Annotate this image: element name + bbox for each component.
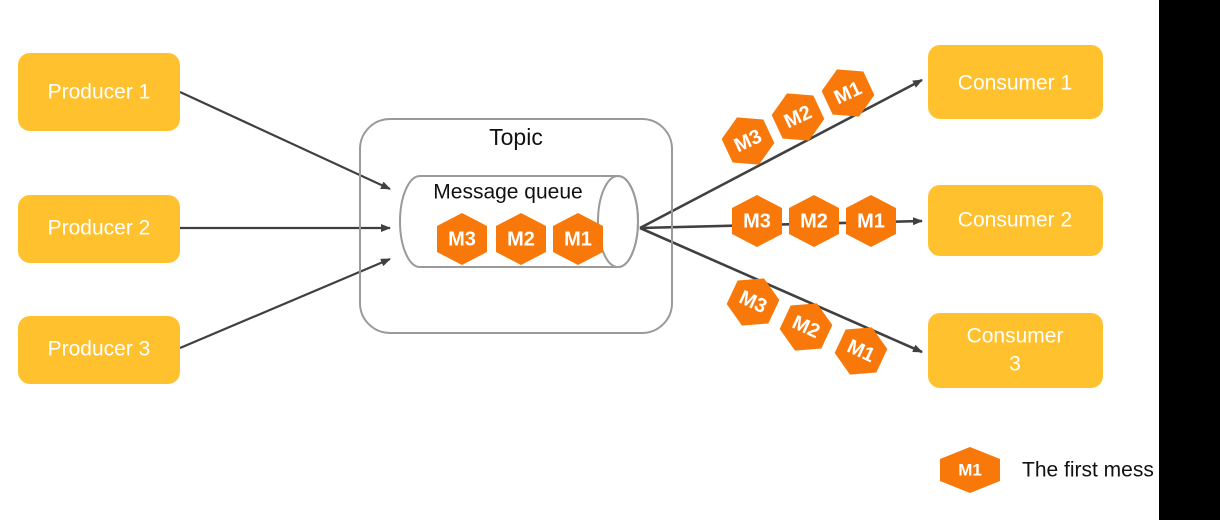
branch-consumer-3-messages: M3 M2 M1: [721, 269, 893, 385]
branch2-message-m2[interactable]: M2: [789, 195, 839, 247]
message-queue-cylinder[interactable]: Message queue M3 M2 M1: [399, 175, 639, 268]
branch3-message-m2[interactable]: M2: [774, 294, 838, 361]
legend: M1 The first mess: [940, 447, 1154, 493]
topic-label: Topic: [489, 124, 543, 150]
producer-3-label: Producer 3: [48, 338, 151, 361]
consumer-3-label-line1: Consumer: [967, 325, 1064, 348]
consumer-3-arrow: [639, 226, 923, 354]
branch-consumer-2-messages: M3 M2 M1: [732, 195, 896, 247]
branch2-message-m1-label: M1: [857, 210, 885, 232]
branch3-message-m3[interactable]: M3: [721, 269, 785, 336]
branch1-message-m3[interactable]: M3: [716, 108, 780, 175]
producer-2-node[interactable]: Producer 2: [18, 195, 180, 263]
consumer-2-node[interactable]: Consumer 2: [928, 185, 1103, 256]
branch2-message-m3-label: M3: [743, 210, 771, 232]
queued-message-m1[interactable]: M1: [553, 213, 603, 265]
consumer-1-label: Consumer 1: [958, 72, 1072, 95]
cylinder-end-ellipse: [597, 175, 639, 268]
branch1-message-m2[interactable]: M2: [766, 84, 830, 151]
producer-arrows-group: [179, 91, 391, 350]
queued-message-m2-label: M2: [507, 228, 535, 250]
topic-container[interactable]: Topic: [359, 118, 673, 334]
producer-3-arrow: [179, 257, 391, 350]
legend-description: The first mess: [1022, 459, 1154, 482]
producer-3-node[interactable]: Producer 3: [18, 316, 180, 384]
consumer-3-node[interactable]: Consumer 3: [928, 313, 1103, 388]
producer-2-label: Producer 2: [48, 217, 151, 240]
branch2-message-m3[interactable]: M3: [732, 195, 782, 247]
queued-messages-group: M3 M2 M1: [437, 213, 603, 265]
producer-1-label: Producer 1: [48, 81, 151, 104]
queued-message-m1-label: M1: [564, 228, 592, 250]
legend-message-label: M1: [958, 460, 982, 479]
branch-consumer-1-messages: M3 M2 M1: [716, 60, 880, 175]
right-edge-occluder: [1159, 0, 1220, 520]
legend-message-symbol[interactable]: M1: [940, 447, 1000, 493]
queued-message-m3[interactable]: M3: [437, 213, 487, 265]
branch2-message-m2-label: M2: [800, 210, 828, 232]
branch2-message-m1[interactable]: M1: [846, 195, 896, 247]
producer-1-arrow: [179, 91, 391, 190]
queued-message-m2[interactable]: M2: [496, 213, 546, 265]
consumer-2-label: Consumer 2: [958, 209, 1072, 232]
queued-message-m3-label: M3: [448, 228, 476, 250]
consumer-1-arrow: [639, 78, 923, 230]
message-queue-label: Message queue: [433, 181, 582, 204]
branch3-message-m1[interactable]: M1: [829, 318, 893, 385]
producer-1-node[interactable]: Producer 1: [18, 53, 180, 131]
branch1-message-m1[interactable]: M1: [816, 60, 880, 127]
consumer-1-node[interactable]: Consumer 1: [928, 45, 1103, 119]
consumer-3-label-line2: 3: [1009, 353, 1021, 376]
